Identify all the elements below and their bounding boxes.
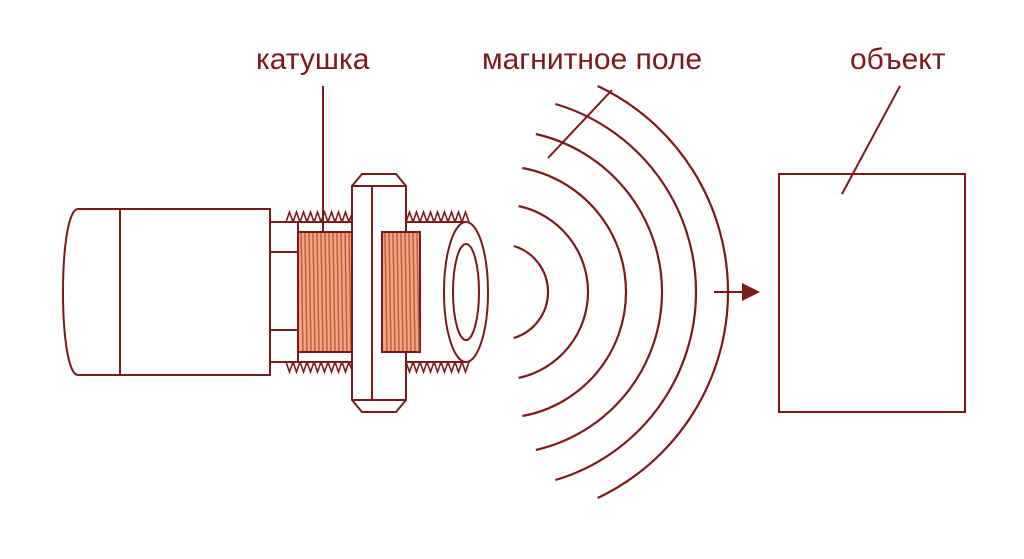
sensor-housing	[62, 208, 271, 376]
target-object	[778, 173, 966, 413]
coil-winding-left	[297, 231, 353, 353]
direction-arrow	[714, 283, 760, 301]
field-arc	[513, 244, 550, 340]
field-arc	[518, 204, 590, 380]
field-arc	[522, 166, 628, 418]
field-arc	[535, 132, 664, 452]
coil-label: катушка	[256, 43, 370, 76]
object-label: объект	[850, 43, 946, 76]
thread-teeth	[285, 209, 470, 375]
object-leader-line	[841, 85, 901, 195]
magnetic-field-label: магнитное поле	[482, 43, 703, 76]
field-arc	[555, 102, 698, 482]
coil-winding-right	[381, 231, 421, 353]
magnetic-field-arcs	[513, 85, 730, 499]
field-leader-line	[547, 89, 613, 159]
